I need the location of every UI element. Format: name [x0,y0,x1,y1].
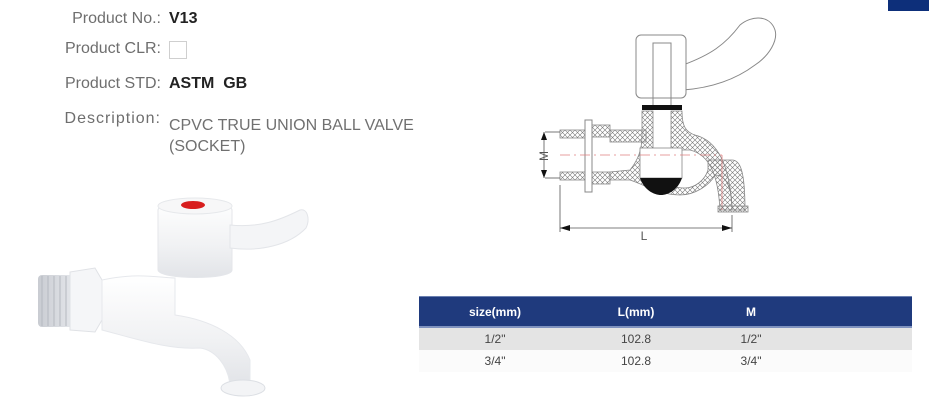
product-photo [38,197,309,397]
cell-size: 3/4" [419,350,571,372]
description-label: Description: [64,110,161,127]
table-row: 3/4" 102.8 3/4" [419,350,912,372]
dimension-l-label: L [641,229,648,243]
color-swatch [169,41,187,59]
spec-table-header: size(mm) L(mm) M [419,296,912,328]
header-m: M [701,296,801,328]
corner-accent-block [888,0,929,11]
cell-empty [801,350,912,372]
cell-length: 102.8 [571,327,701,350]
header-length: L(mm) [571,296,701,328]
product-std-label: Product STD: [64,75,161,92]
product-no-row: Product No.: V13 [0,10,197,28]
technical-drawing: M L [537,17,777,243]
dimension-m-label: M [537,151,551,161]
header-size: size(mm) [419,296,571,328]
cell-length: 102.8 [571,350,701,372]
product-no-label: Product No.: [72,10,161,27]
cell-m: 1/2" [701,327,801,350]
product-clr-label: Product CLR: [64,40,161,57]
product-clr-row: Product CLR: [0,40,187,59]
cell-empty [801,327,912,350]
table-row: 1/2" 102.8 1/2" [419,327,912,350]
spec-table: size(mm) L(mm) M 1/2" 102.8 1/2" 3/4" 10… [419,296,912,372]
red-cap-indicator [181,201,205,209]
product-std-value: ASTM GB [169,75,248,92]
header-empty [801,296,912,328]
cell-m: 3/4" [701,350,801,372]
description-value: CPVC TRUE UNION BALL VALVE (SOCKET) [169,117,414,155]
product-std-row: Product STD: ASTM GB [0,75,247,93]
description-row: Description: CPVC TRUE UNION BALL VALVE … [0,110,469,157]
cell-size: 1/2" [419,327,571,350]
product-no-value: V13 [169,10,198,27]
